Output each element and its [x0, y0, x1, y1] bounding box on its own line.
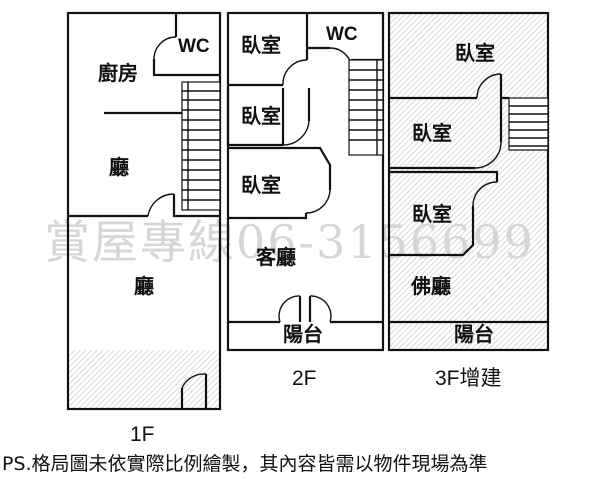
3f-bedroom-2-label: 臥室 — [412, 121, 452, 145]
floor-3-stair-treads — [509, 105, 548, 147]
floor-3-plan — [387, 11, 550, 352]
2f-bedroom-1-label: 臥室 — [241, 33, 281, 57]
watermark: 賞屋專線06-3156699 — [44, 215, 535, 269]
2f-wc-label: WC — [326, 24, 358, 45]
floor-1-stair-treads — [182, 82, 220, 210]
floor-2-label: 2F — [292, 367, 317, 390]
floor-2-outline — [226, 11, 385, 352]
floor-2-plan — [226, 11, 385, 352]
floor-2-stair-treads — [349, 60, 383, 155]
3f-balcony-label: 陽台 — [454, 322, 494, 346]
3f-buddha-hall-label: 佛廳 — [410, 274, 451, 298]
floor-1-label: 1F — [130, 423, 155, 446]
1f-hatch-fill — [68, 350, 220, 408]
3f-bedroom-1-label: 臥室 — [455, 41, 495, 65]
2f-bedroom-3-label: 臥室 — [241, 173, 281, 197]
floor-3-outline — [387, 11, 550, 352]
2f-living-room-label: 客廳 — [255, 245, 296, 269]
footnote: PS.格局圖未依實際比例繪製，其內容皆需以物件現場為準 — [2, 453, 488, 475]
3f-hatch-fill — [389, 13, 548, 350]
1f-kitchen-label: 廚房 — [98, 61, 138, 85]
1f-hall-upper-label: 廳 — [109, 155, 129, 179]
floor-3-label: 3F增建 — [435, 367, 502, 390]
1f-wc-label: WC — [178, 36, 210, 57]
2f-bedroom-2-label: 臥室 — [241, 104, 281, 128]
floor-1-plan — [66, 11, 222, 411]
3f-bedroom-3-label: 臥室 — [412, 202, 452, 226]
1f-hall-lower-label: 廳 — [134, 274, 154, 298]
floor-1-outline — [66, 11, 222, 411]
2f-balcony-label: 陽台 — [283, 322, 323, 346]
